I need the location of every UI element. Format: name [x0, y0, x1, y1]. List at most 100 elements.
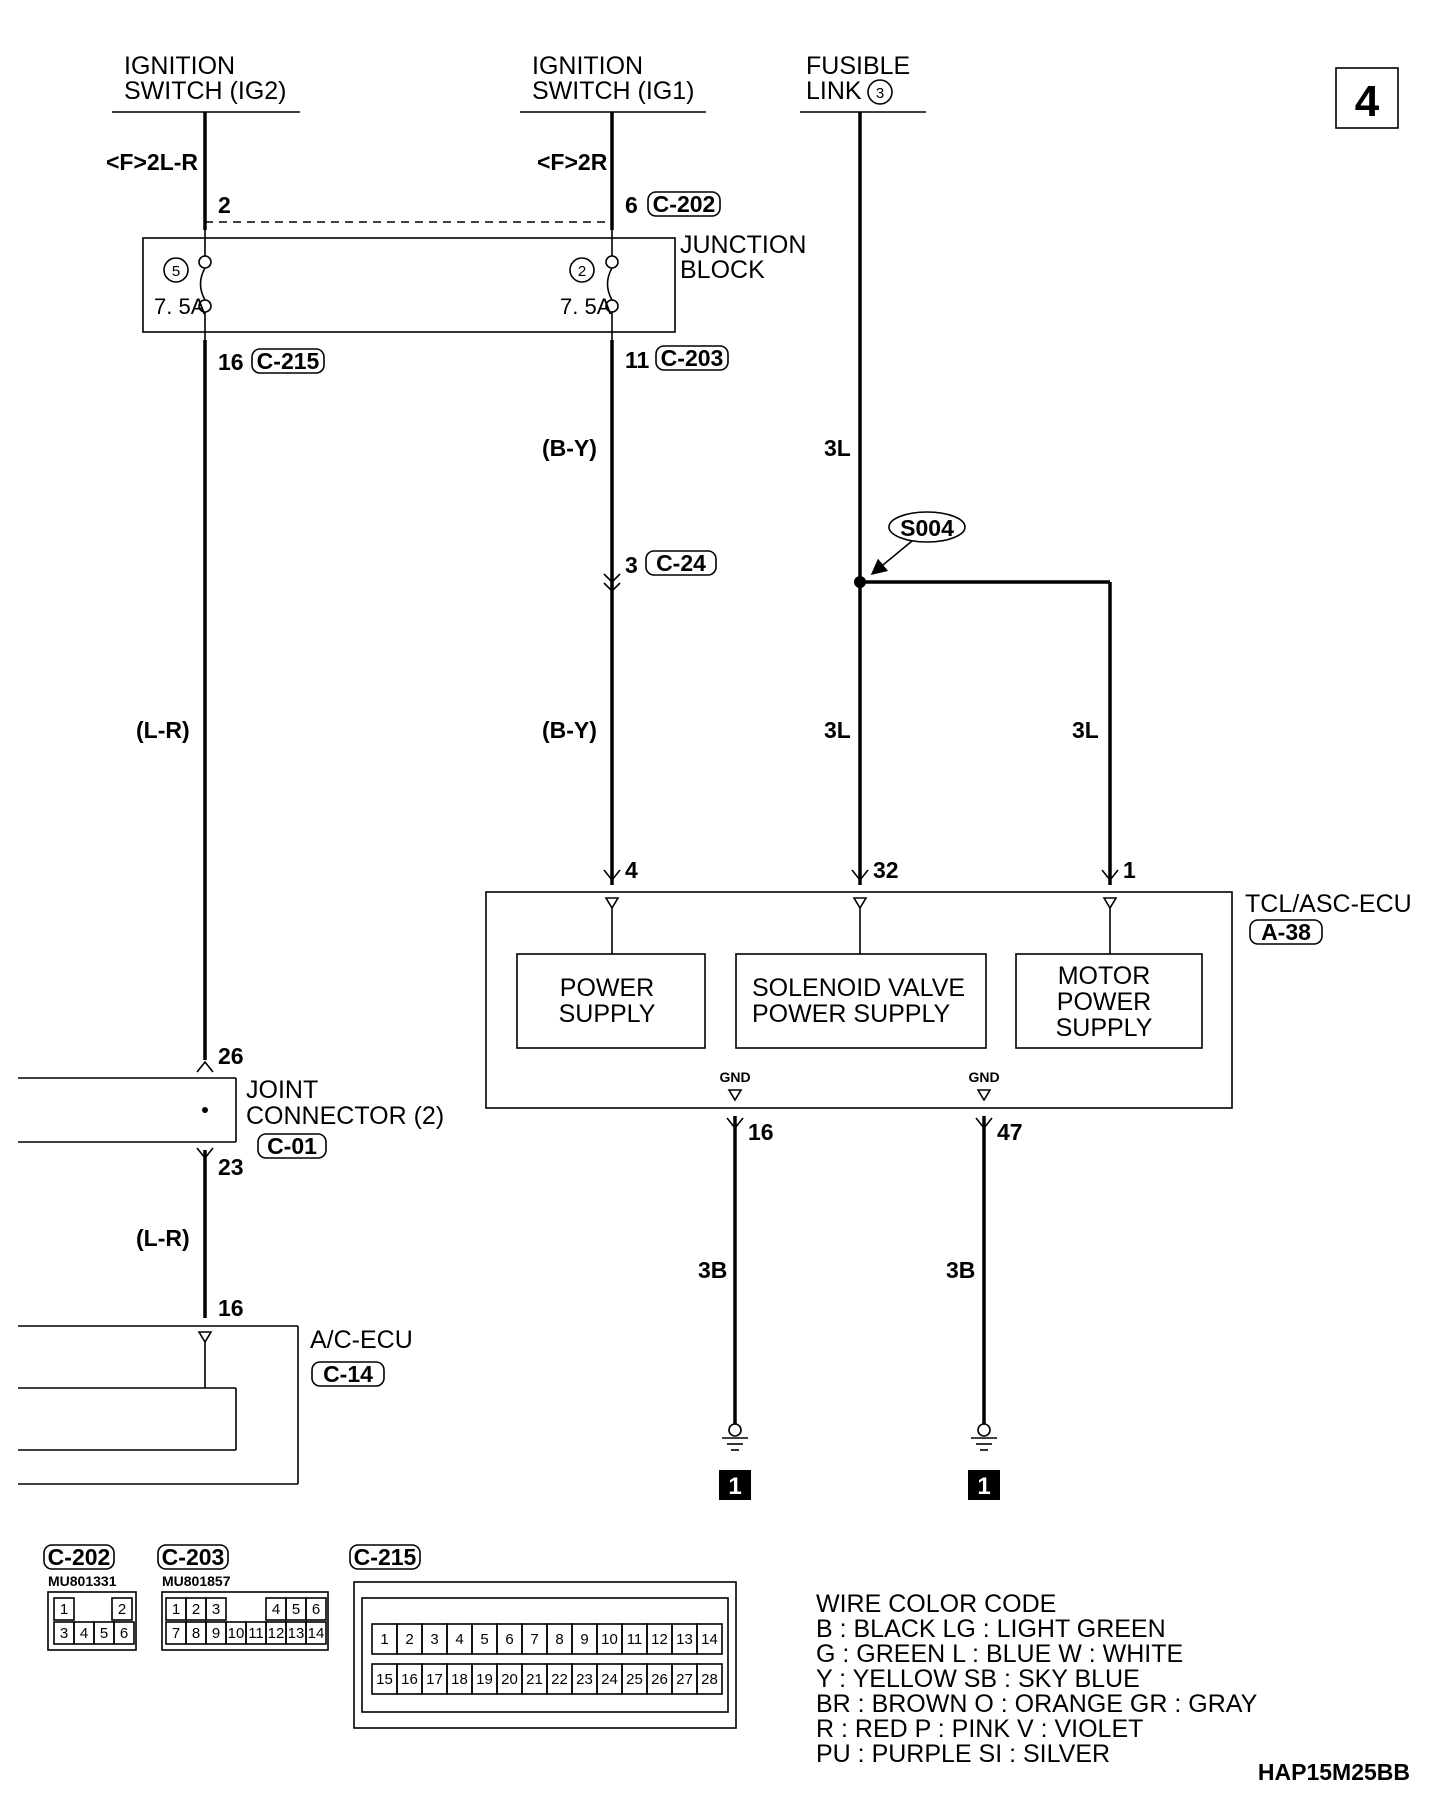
cavity-number: 1: [172, 1601, 180, 1618]
svg-text:C-24: C-24: [656, 550, 706, 576]
svg-text:MU801331: MU801331: [48, 1573, 117, 1589]
connector-cavity: [305, 1597, 327, 1621]
cavity-number: 6: [120, 1625, 128, 1642]
cavity-number: 3: [212, 1601, 220, 1618]
svg-text:A-38: A-38: [1261, 919, 1311, 945]
svg-text:MU801857: MU801857: [162, 1573, 231, 1589]
cavity-number: 4: [455, 1631, 463, 1648]
cavity-number: 16: [401, 1671, 418, 1688]
page-number-box: [1335, 67, 1399, 129]
cavity-number: 8: [555, 1631, 563, 1648]
cavity-number: 28: [701, 1671, 718, 1688]
svg-text:<F>2R: <F>2R: [537, 149, 608, 175]
cavity-number: 15: [376, 1671, 393, 1688]
svg-text:BR : BROWN O : ORANGE: BR : BROWN O : ORANGE GR : GRAY: [816, 1690, 1258, 1718]
svg-text:JUNCTION: JUNCTION: [680, 231, 806, 259]
svg-text:SUPPLY: SUPPLY: [1056, 1014, 1153, 1042]
connector-cavity: [53, 1597, 75, 1621]
svg-text:11: 11: [625, 347, 650, 373]
cavity-number: 27: [676, 1671, 693, 1688]
joint-connector: JOINT CONNECTOR (2) C-01: [18, 1060, 444, 1160]
svg-text:3L: 3L: [1072, 717, 1099, 743]
connector-cavity: [696, 1623, 723, 1655]
svg-text:1: 1: [977, 1473, 990, 1500]
cavity-number: 3: [60, 1625, 68, 1642]
svg-text:2: 2: [578, 263, 586, 280]
cavity-number: 3: [430, 1631, 438, 1648]
wire-color-code: WIRE COLOR CODE B : BLACK LG : LIGHT GRE…: [816, 1590, 1258, 1768]
cavity-number: 7: [530, 1631, 538, 1648]
svg-text:CONNECTOR (2): CONNECTOR (2): [246, 1102, 444, 1130]
cavity-number: 14: [701, 1631, 718, 1648]
svg-text:(L-R): (L-R): [136, 717, 190, 743]
cavity-number: 11: [248, 1625, 264, 1642]
svg-text:SOLENOID VALVE: SOLENOID VALVE: [752, 974, 965, 1002]
cavity-number: 23: [576, 1671, 593, 1688]
cavity-number: 21: [526, 1671, 543, 1688]
cavity-number: 2: [118, 1601, 126, 1618]
connector-c24-label: C-24: [645, 550, 717, 576]
svg-text:16: 16: [748, 1119, 774, 1145]
svg-text:23: 23: [218, 1154, 244, 1180]
cavity-number: 1: [380, 1631, 388, 1648]
cavity-number: 9: [212, 1625, 220, 1642]
svg-text:S004: S004: [900, 515, 954, 541]
doc-code: HAP15M25BB: [1258, 1759, 1410, 1785]
svg-text:GND: GND: [719, 1069, 750, 1085]
wire-ig2: <F>2L-R 2 16 (L-R) 26 23 (L-R) 16: [106, 112, 244, 1321]
svg-text:C-203: C-203: [661, 345, 724, 371]
svg-text:47: 47: [997, 1119, 1023, 1145]
ecu-power-supply: POWER SUPPLY: [516, 897, 706, 1049]
source-ig2: IGNITION SWITCH (IG2): [112, 52, 300, 113]
connector-c202-label: C-202: [647, 191, 721, 217]
svg-text:IGNITION: IGNITION: [124, 52, 235, 80]
svg-text:IGNITION: IGNITION: [532, 52, 643, 80]
source-fusible-link: FUSIBLE LINK 3: [800, 52, 926, 113]
svg-text:Y : YELLOW SB : SKY BLUE: Y : YELLOW SB : SKY BLUE: [816, 1665, 1140, 1693]
ac-ecu: A/C-ECU C-14: [18, 1325, 413, 1485]
svg-text:3L: 3L: [824, 717, 851, 743]
wire-fusible: 3L 3L 3L 32 1: [824, 112, 1136, 885]
svg-text:1: 1: [1123, 857, 1136, 883]
svg-text:16: 16: [218, 1295, 244, 1321]
ecu-solenoid-valve: SOLENOID VALVE POWER SUPPLY: [735, 897, 987, 1049]
cavity-number: 10: [601, 1631, 618, 1648]
connector-cavity: [696, 1663, 723, 1695]
svg-text:FUSIBLE: FUSIBLE: [806, 52, 910, 80]
svg-text:16: 16: [218, 349, 244, 375]
connector-cavity: [111, 1597, 133, 1621]
svg-text:(L-R): (L-R): [136, 1225, 190, 1251]
svg-text:(B-Y): (B-Y): [542, 435, 597, 461]
page-number: 4: [1355, 77, 1380, 126]
svg-text:WIRE COLOR CODE: WIRE COLOR CODE: [816, 1590, 1056, 1618]
svg-text:SUPPLY: SUPPLY: [559, 1000, 656, 1028]
connector-cavity: [113, 1621, 135, 1645]
cavity-number: 13: [676, 1631, 693, 1648]
cavity-number: 9: [580, 1631, 588, 1648]
svg-text:POWER: POWER: [560, 974, 654, 1002]
junction-block: JUNCTION BLOCK 5 7. 5A 2 7. 5A: [142, 228, 806, 340]
svg-text:GND: GND: [968, 1069, 999, 1085]
svg-text:A/C-ECU: A/C-ECU: [310, 1326, 413, 1354]
svg-text:C-202: C-202: [48, 1544, 111, 1570]
cavity-number: 11: [627, 1631, 643, 1648]
cavity-number: 5: [100, 1625, 108, 1642]
svg-text:C-14: C-14: [323, 1361, 373, 1387]
connector-cavity: [305, 1621, 327, 1645]
svg-text:7. 5A: 7. 5A: [154, 294, 206, 319]
cavity-number: 8: [192, 1625, 200, 1642]
cavity-number: 13: [288, 1625, 305, 1642]
svg-text:B : BLACK LG : LIGHT GREEN: B : BLACK LG : LIGHT GREEN: [816, 1615, 1166, 1643]
svg-text:26: 26: [218, 1043, 244, 1069]
ground-wire-47: 47 3B 1: [946, 1116, 1023, 1500]
svg-text:SWITCH (IG2): SWITCH (IG2): [124, 77, 287, 105]
cavity-number: 10: [228, 1625, 245, 1642]
svg-text:PU : PURPLE SI : SILVER: PU : PURPLE SI : SILVER: [816, 1740, 1110, 1768]
svg-text:3L: 3L: [824, 435, 851, 461]
svg-text:1: 1: [728, 1473, 741, 1500]
tcl-asc-ecu: TCL/ASC-ECU A-38 POWER SUPPLY SOLENOID V…: [485, 890, 1412, 1109]
cavity-number: 24: [601, 1671, 618, 1688]
cavity-number: 22: [551, 1671, 568, 1688]
